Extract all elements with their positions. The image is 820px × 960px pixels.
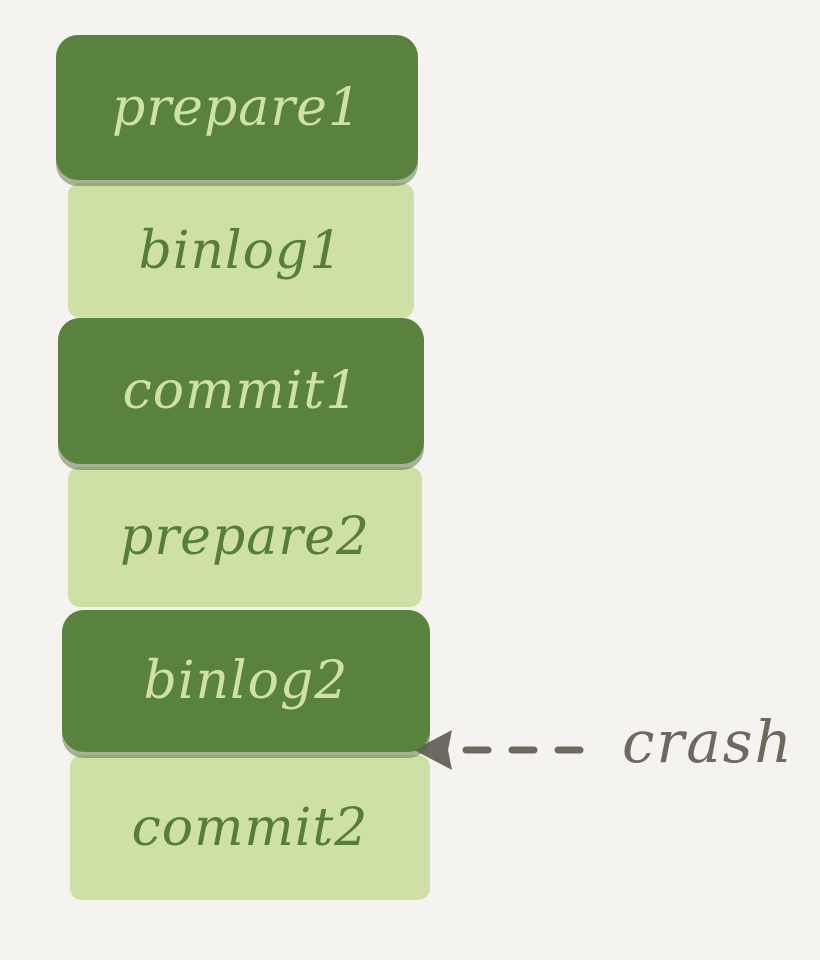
block-prepare2: prepare2 bbox=[68, 467, 422, 607]
block-label: binlog2 bbox=[143, 651, 349, 711]
crash-arrow-icon bbox=[414, 730, 584, 770]
block-label: binlog1 bbox=[138, 220, 344, 281]
crash-label: crash bbox=[622, 708, 794, 776]
block-label: commit1 bbox=[122, 361, 360, 421]
arrowhead bbox=[414, 730, 452, 770]
block-label: prepare1 bbox=[112, 77, 362, 138]
block-label: commit2 bbox=[131, 797, 369, 858]
block-prepare1: prepare1 bbox=[56, 35, 418, 180]
block-binlog2: binlog2 bbox=[62, 610, 430, 752]
block-commit2: commit2 bbox=[70, 755, 430, 900]
block-binlog1: binlog1 bbox=[68, 183, 414, 318]
block-commit1: commit1 bbox=[58, 318, 424, 464]
block-label: prepare2 bbox=[120, 507, 370, 567]
